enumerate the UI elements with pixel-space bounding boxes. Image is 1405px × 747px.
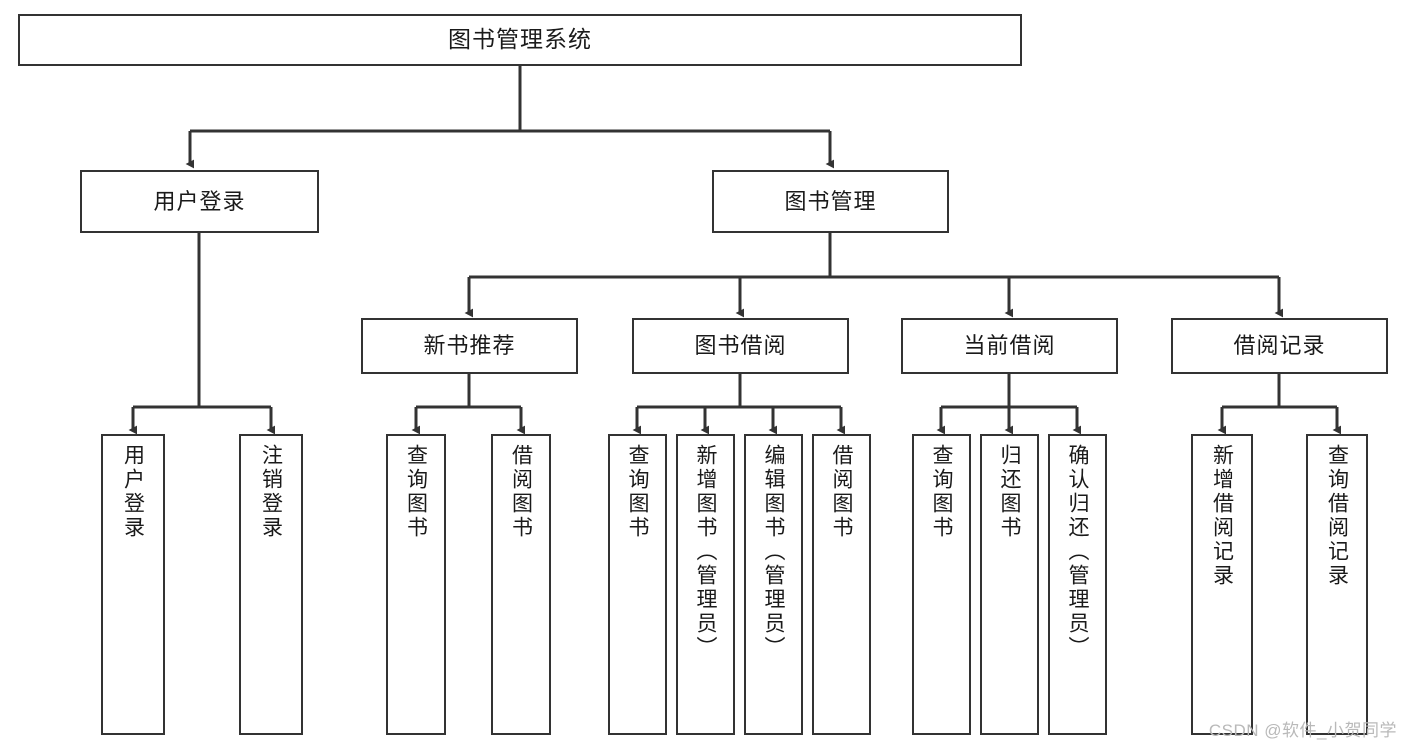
node-new-book-recommend[interactable]: 新书推荐 — [361, 318, 578, 374]
node-leaf-borrow-book-1-label: 借阅图书 — [509, 444, 533, 540]
node-book-borrow-label: 图书借阅 — [694, 333, 787, 359]
node-leaf-borrow-book-2-label: 借阅图书 — [830, 444, 853, 540]
node-leaf-edit-book[interactable]: 编辑图书（管理员） — [744, 434, 803, 735]
node-leaf-borrow-book-1[interactable]: 借阅图书 — [491, 434, 551, 735]
node-borrow-record[interactable]: 借阅记录 — [1171, 318, 1388, 374]
node-user-login[interactable]: 用户登录 — [80, 170, 319, 233]
node-current-borrow[interactable]: 当前借阅 — [901, 318, 1118, 374]
node-leaf-query-book-3[interactable]: 查询图书 — [912, 434, 971, 735]
node-leaf-query-book-2-label: 查询图书 — [626, 444, 649, 540]
node-leaf-borrow-book-2[interactable]: 借阅图书 — [812, 434, 871, 735]
node-leaf-query-book-2[interactable]: 查询图书 — [608, 434, 667, 735]
node-book-manage[interactable]: 图书管理 — [712, 170, 949, 233]
node-leaf-return-book[interactable]: 归还图书 — [980, 434, 1039, 735]
node-current-borrow-label: 当前借阅 — [963, 333, 1056, 359]
node-leaf-query-book-1-label: 查询图书 — [404, 444, 428, 540]
watermark: CSDN @软件_小贺同学 — [1208, 721, 1397, 740]
node-borrow-record-label: 借阅记录 — [1233, 333, 1326, 359]
node-leaf-logout[interactable]: 注销登录 — [239, 434, 303, 735]
node-root[interactable]: 图书管理系统 — [18, 14, 1022, 66]
node-book-borrow[interactable]: 图书借阅 — [632, 318, 849, 374]
node-leaf-add-book[interactable]: 新增图书（管理员） — [676, 434, 735, 735]
node-leaf-confirm-return[interactable]: 确认归还（管理员） — [1048, 434, 1107, 735]
node-user-login-label: 用户登录 — [153, 188, 246, 214]
node-leaf-add-record-label: 新增借阅记录 — [1210, 444, 1234, 588]
node-leaf-user-login-label: 用户登录 — [121, 444, 145, 540]
node-leaf-query-record[interactable]: 查询借阅记录 — [1306, 434, 1368, 735]
node-new-book-recommend-label: 新书推荐 — [423, 333, 516, 359]
node-leaf-add-book-label: 新增图书（管理员） — [694, 444, 717, 660]
node-leaf-query-book-3-label: 查询图书 — [930, 444, 953, 540]
node-leaf-edit-book-label: 编辑图书（管理员） — [762, 444, 785, 660]
node-leaf-add-record[interactable]: 新增借阅记录 — [1191, 434, 1253, 735]
node-leaf-query-record-label: 查询借阅记录 — [1325, 444, 1349, 588]
node-leaf-user-login[interactable]: 用户登录 — [101, 434, 165, 735]
node-leaf-return-book-label: 归还图书 — [998, 444, 1021, 540]
node-book-manage-label: 图书管理 — [784, 188, 877, 214]
node-leaf-confirm-return-label: 确认归还（管理员） — [1066, 444, 1089, 660]
node-leaf-query-book-1[interactable]: 查询图书 — [386, 434, 446, 735]
node-leaf-logout-label: 注销登录 — [259, 444, 283, 540]
node-root-label: 图书管理系统 — [448, 26, 592, 53]
